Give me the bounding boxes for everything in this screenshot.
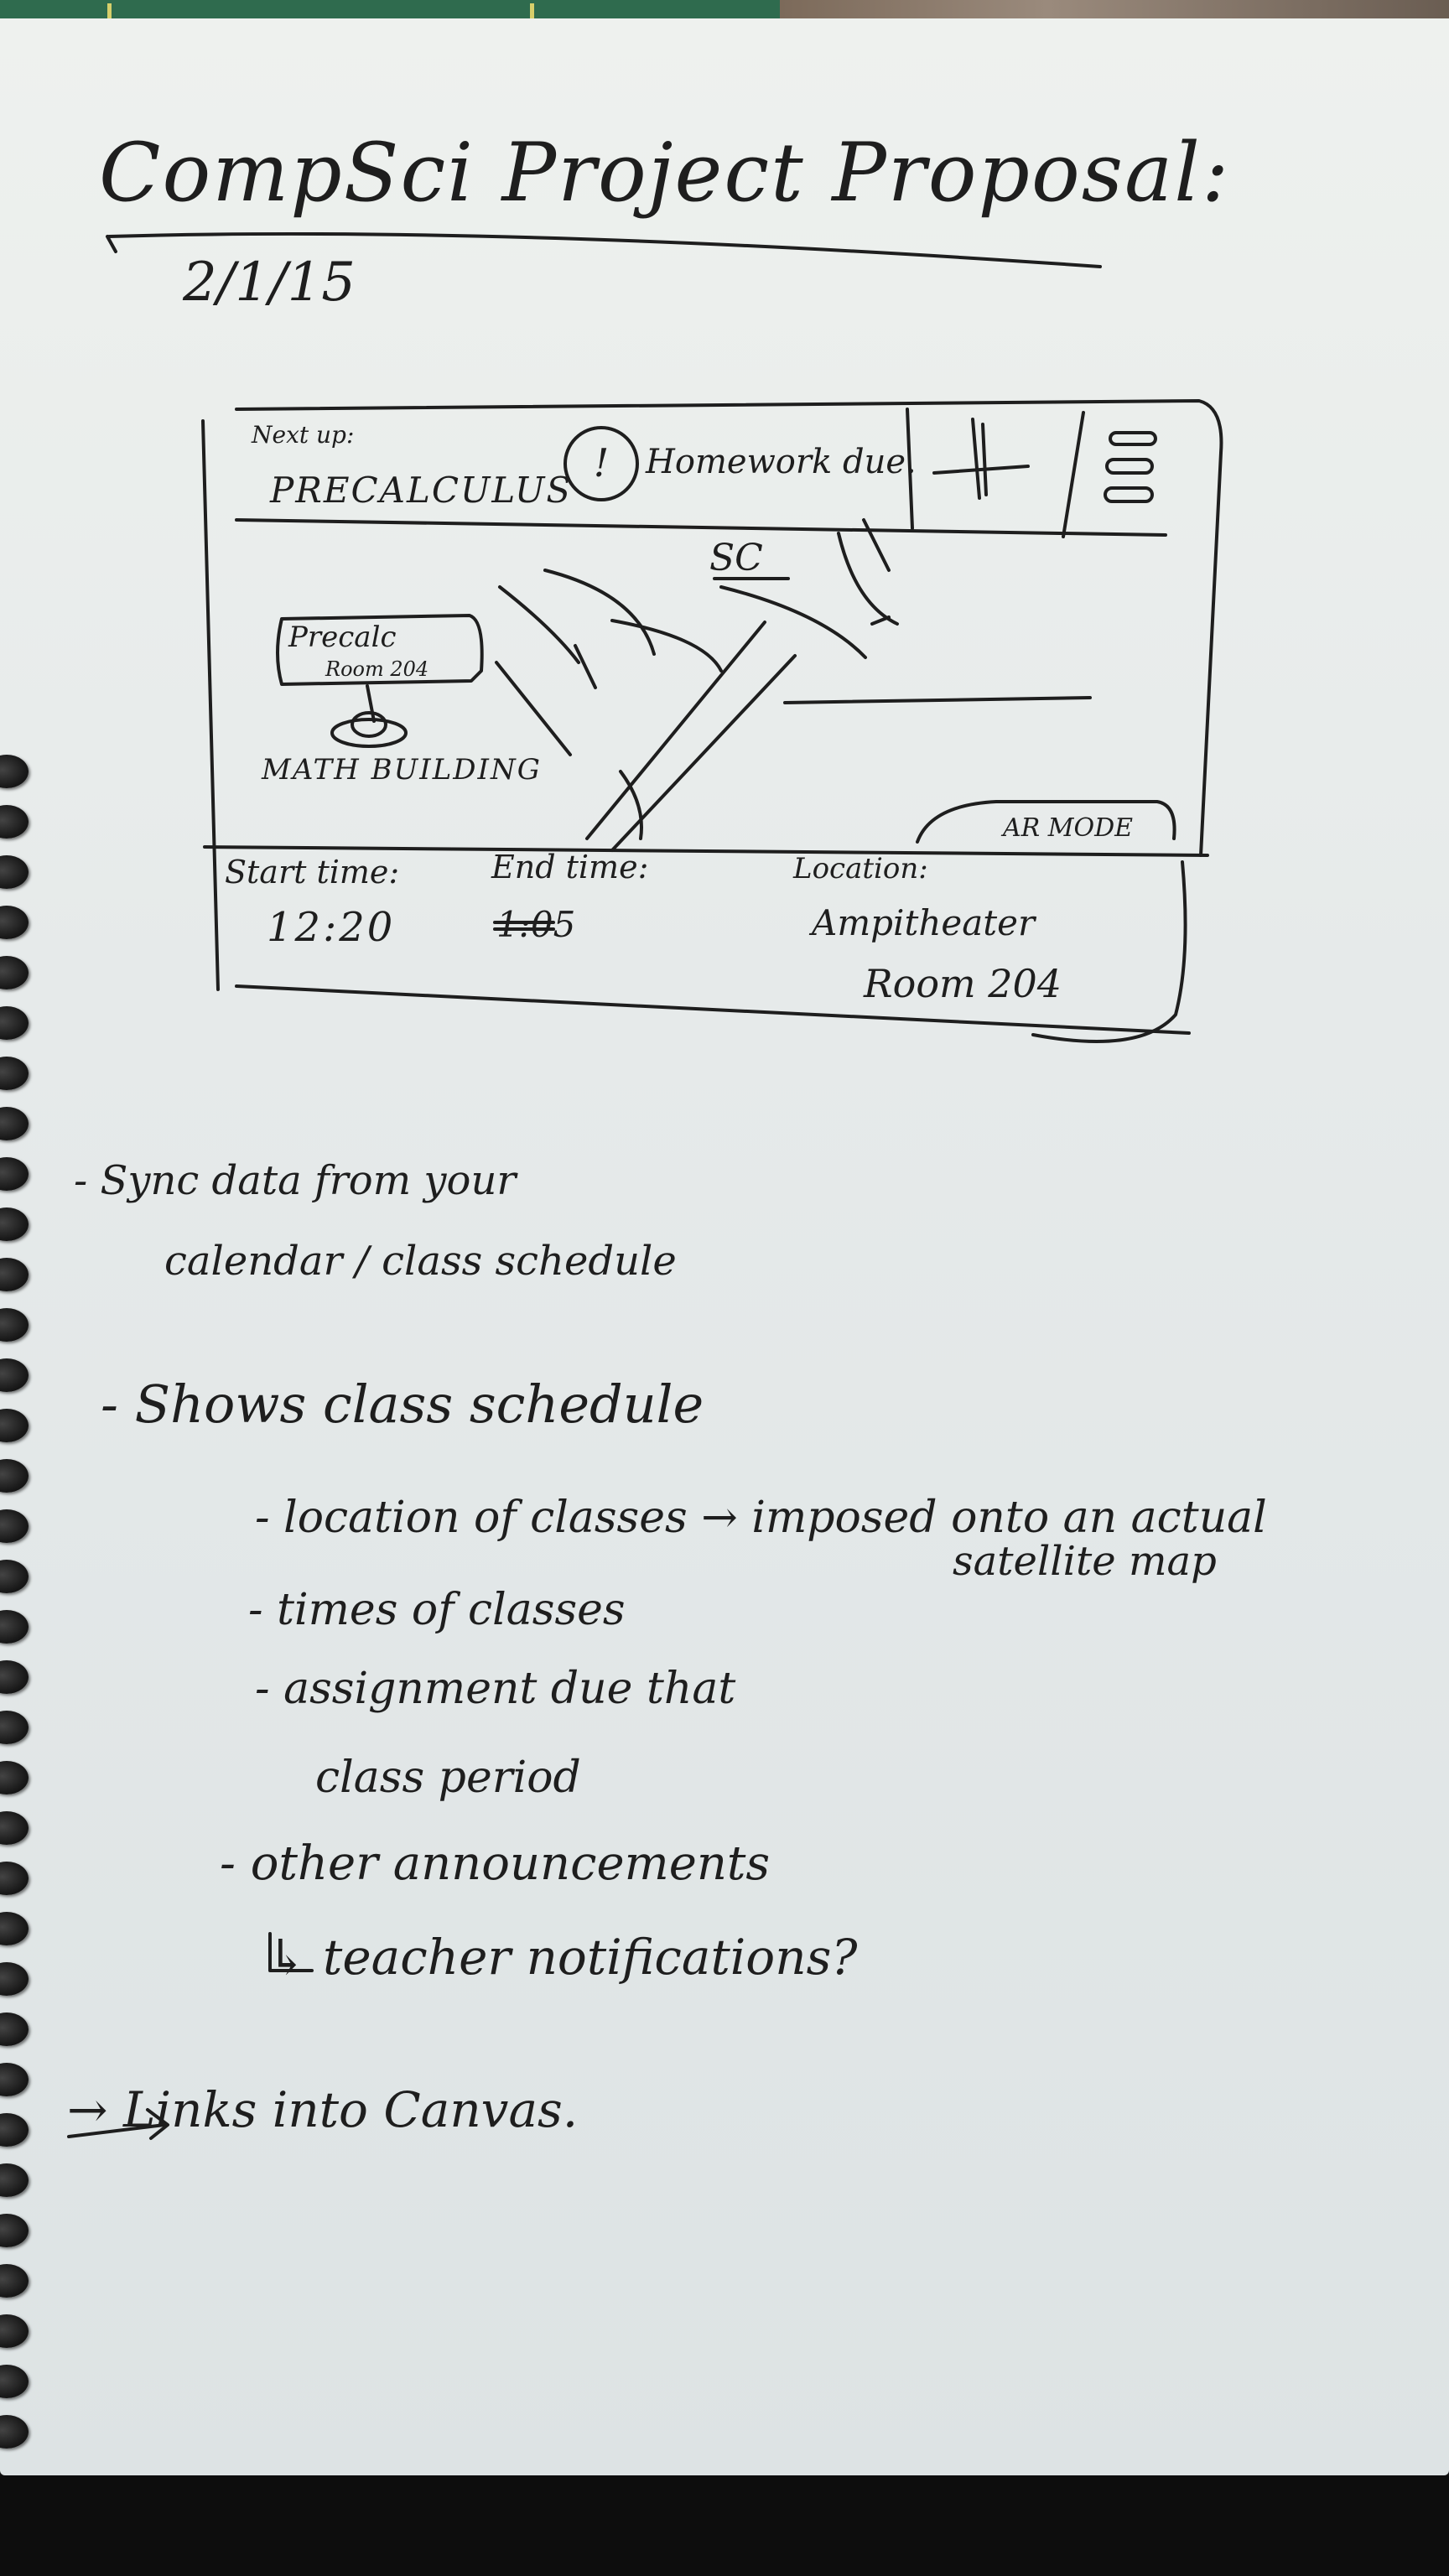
spiral-coil <box>0 1862 29 1895</box>
note-item-assignment: - assignment due that <box>255 1664 736 1714</box>
spiral-coil <box>0 1610 29 1644</box>
note-item-location: - location of classes → imposed onto an … <box>255 1493 1267 1543</box>
spiral-coil <box>0 2214 29 2247</box>
spiral-coil <box>0 805 29 839</box>
spiral-coil <box>0 2314 29 2348</box>
note-links-canvas: → Links into Canvas. <box>67 2081 579 2138</box>
spiral-coil <box>0 1459 29 1493</box>
note-teacher-notifications: ↳ teacher notifications? <box>267 1929 858 1986</box>
spiral-coil <box>0 2163 29 2197</box>
spiral-coil <box>0 2415 29 2449</box>
note-sync-line1: - Sync data from your <box>74 1157 517 1204</box>
note-item-times: - times of classes <box>248 1585 626 1635</box>
spiral-coil <box>0 1811 29 1845</box>
spiral-coil <box>0 2063 29 2096</box>
spiral-coil <box>0 1057 29 1090</box>
spiral-binding <box>0 755 50 2482</box>
spiral-coil <box>0 1308 29 1342</box>
spiral-coil <box>0 1660 29 1694</box>
note-sync-line2: calendar / class schedule <box>164 1238 677 1285</box>
spiral-coil <box>0 2012 29 2046</box>
page-date: 2/1/15 <box>183 252 356 314</box>
spiral-coil <box>0 1912 29 1945</box>
spiral-coil <box>0 1258 29 1291</box>
note-other-announcements: - other announcements <box>220 1836 771 1891</box>
note-item-assignment-cont: class period <box>315 1753 581 1803</box>
spiral-coil <box>0 2365 29 2398</box>
background-shadow <box>0 2475 1449 2576</box>
note-item-location-cont: satellite map <box>953 1538 1217 1585</box>
spiral-coil <box>0 1962 29 1996</box>
spiral-coil <box>0 1560 29 1593</box>
spiral-coil <box>0 1509 29 1543</box>
spiral-coil <box>0 855 29 889</box>
spiral-coil <box>0 1711 29 1744</box>
spiral-coil <box>0 755 29 788</box>
spiral-coil <box>0 2113 29 2147</box>
spiral-coil <box>0 906 29 939</box>
spiral-coil <box>0 1409 29 1442</box>
spiral-coil <box>0 1358 29 1392</box>
spiral-coil <box>0 1157 29 1191</box>
spiral-coil <box>0 1208 29 1241</box>
page-title: CompSci Project Proposal: <box>99 126 1231 220</box>
spiral-coil <box>0 1107 29 1140</box>
spiral-coil <box>0 1006 29 1040</box>
spiral-coil <box>0 1761 29 1794</box>
spiral-coil <box>0 2264 29 2298</box>
note-shows-schedule: - Shows class schedule <box>101 1374 704 1435</box>
spiral-coil <box>0 956 29 989</box>
